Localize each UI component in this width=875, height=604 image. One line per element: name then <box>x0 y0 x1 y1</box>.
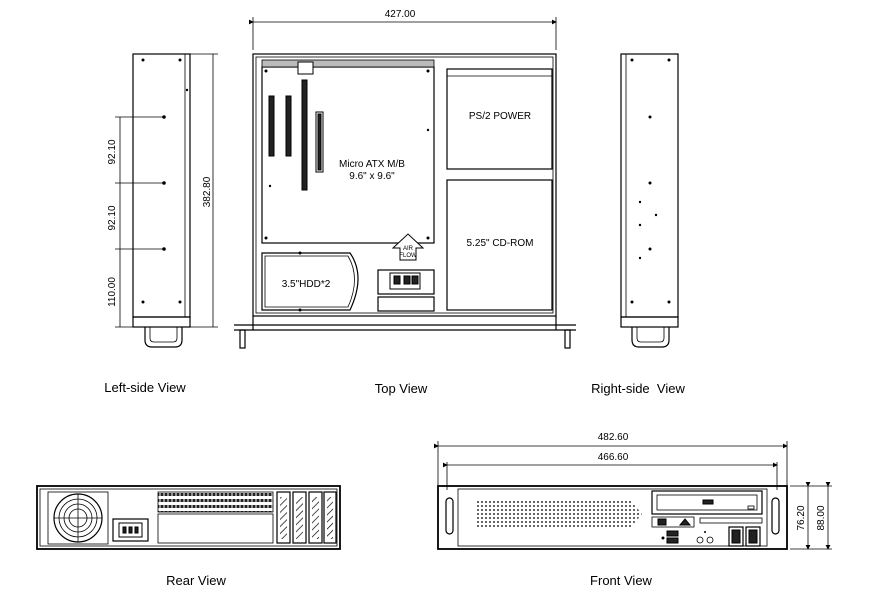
right-side-view-caption: Right-side View <box>591 381 685 396</box>
rack-ear-slot-right <box>771 497 780 535</box>
front-vent-grill <box>476 500 642 528</box>
dim-466-60: 466.60 <box>598 452 629 463</box>
expansion-slot-1 <box>276 491 291 544</box>
airflow-label-2: FLOW <box>399 253 417 259</box>
left-side-view: 92.10 92.10 110.00 382.80 <box>107 53 218 348</box>
power-inlet <box>112 518 149 542</box>
ps2-power-label: PS/2 POWER <box>469 111 531 122</box>
cdrom-bay <box>446 179 553 311</box>
dim-92-10-lower: 92.10 <box>107 205 118 230</box>
expansion-slot-4 <box>323 491 337 544</box>
top-view: 427.00 Micro ATX M/B 9.6" x 9.6" PS/2 PO… <box>234 9 576 349</box>
dim-427: 427.00 <box>385 9 416 20</box>
dim-92-10-upper: 92.10 <box>107 139 118 164</box>
dim-382-80: 382.80 <box>202 176 213 207</box>
motherboard-size-label: 9.6" x 9.6" <box>349 171 395 182</box>
rear-view <box>36 485 341 550</box>
usb-port-1 <box>666 530 679 537</box>
chassis-top-outline <box>252 53 557 317</box>
cdrom-label: 5.25" CD-ROM <box>467 238 534 249</box>
airflow-arrow <box>391 233 425 261</box>
expansion-slot-2 <box>292 491 307 544</box>
hdd-bay <box>261 252 359 311</box>
right-side-view <box>620 53 679 348</box>
motherboard-label: Micro ATX M/B <box>339 159 405 170</box>
dim-76-20: 76.20 <box>796 505 807 530</box>
front-view-caption: Front View <box>590 573 653 588</box>
right-side-panel <box>620 53 679 318</box>
hdd-label: 3.5"HDD*2 <box>282 279 331 290</box>
usb-port-2 <box>666 537 679 544</box>
rack-ear-slot-left <box>445 497 454 535</box>
io-vent-area <box>157 491 274 513</box>
front-cdrom-drive <box>651 490 763 515</box>
dim-482-60: 482.60 <box>598 432 629 443</box>
expansion-slot-3 <box>308 491 323 544</box>
power-switch <box>728 526 744 547</box>
left-side-handle <box>144 327 183 348</box>
led-2 <box>706 536 714 544</box>
dim-88: 88.00 <box>816 505 827 530</box>
rear-view-caption: Rear View <box>166 573 226 588</box>
front-view: 482.60 466.60 <box>434 432 832 550</box>
ps2-power-box <box>446 68 553 170</box>
reset-switch <box>745 526 761 547</box>
dim-110: 110.00 <box>107 277 118 307</box>
led-1 <box>696 536 704 544</box>
front-panel <box>437 485 788 550</box>
rear-panel <box>36 485 341 550</box>
airflow-label-1: AIR <box>403 246 414 252</box>
top-view-caption: Top View <box>375 381 428 396</box>
right-side-handle <box>631 327 670 348</box>
left-side-panel <box>132 53 191 318</box>
fan-bracket <box>377 269 435 295</box>
left-side-view-caption: Left-side View <box>104 380 186 395</box>
